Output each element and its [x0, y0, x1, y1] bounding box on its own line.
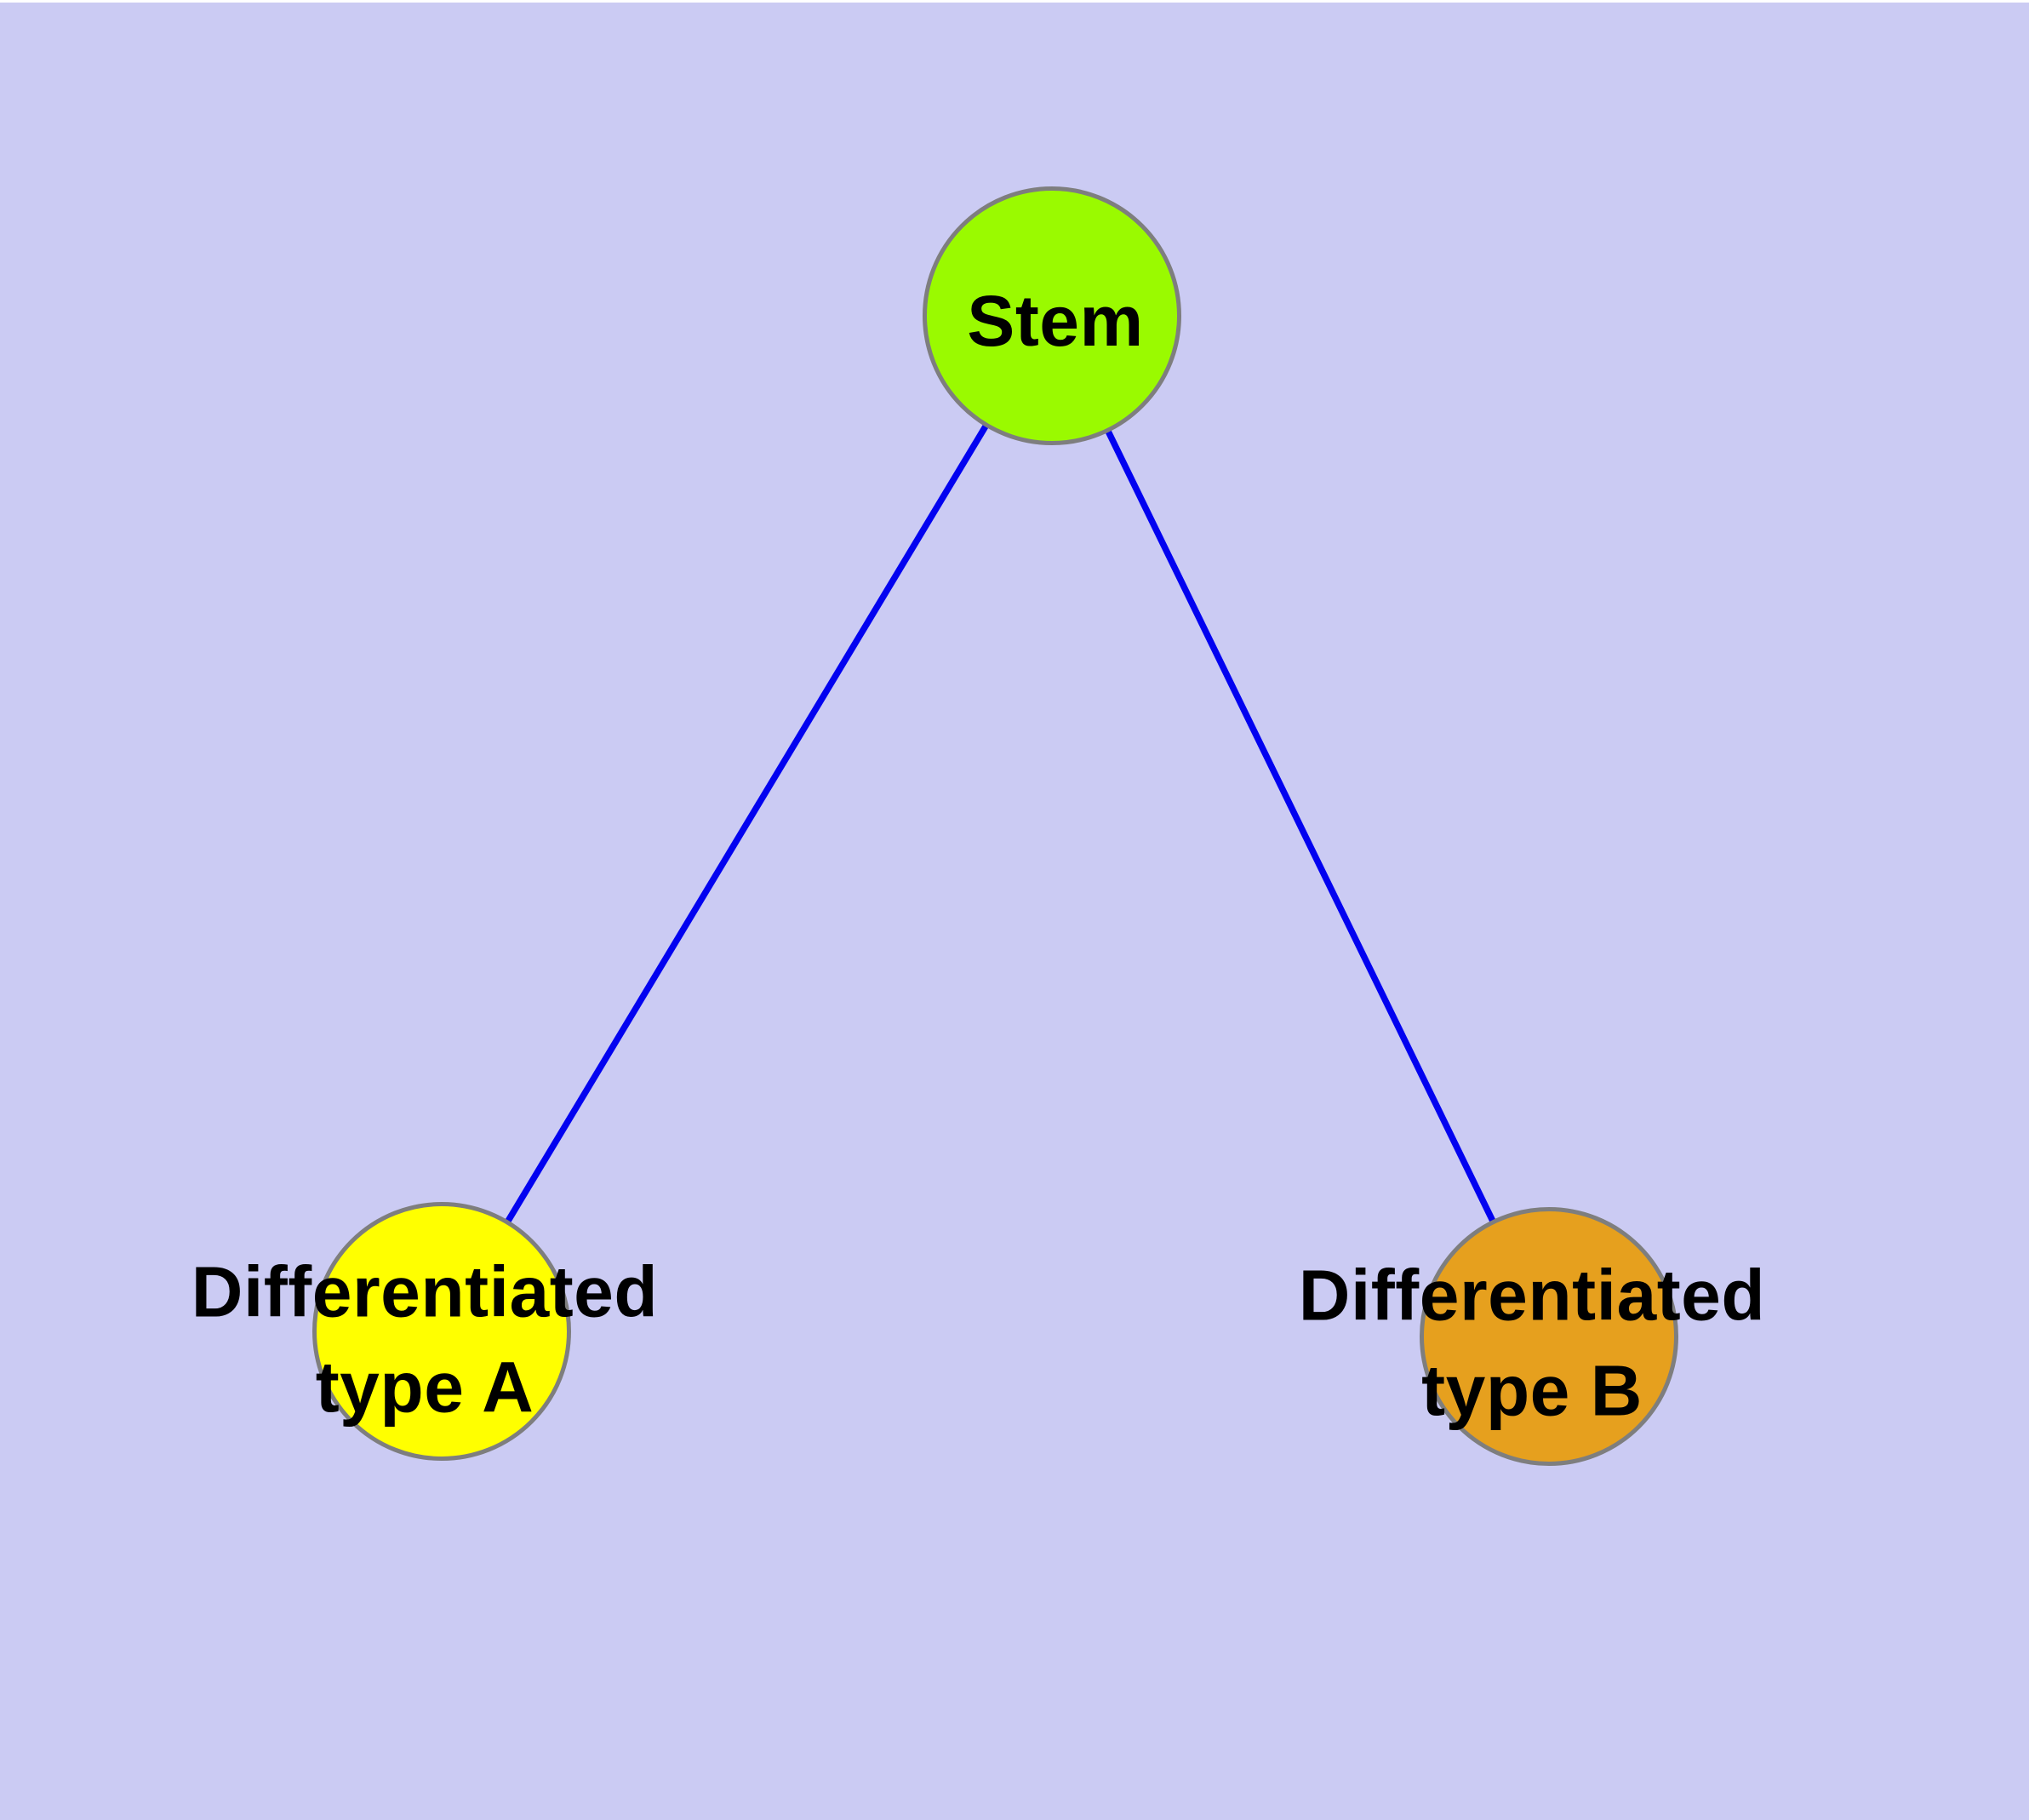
edges-layer — [438, 314, 1552, 1338]
node-stem-label-line: Stem — [967, 281, 1144, 362]
graph-canvas: Stem Differentiated type A Differentiate… — [0, 3, 2029, 1820]
node-differentiated-type-a-label-line-2: type A — [315, 1347, 534, 1427]
node-differentiated-type-b-label-line-2: type B — [1421, 1350, 1643, 1430]
node-differentiated-type-a[interactable] — [312, 1202, 571, 1461]
node-stem[interactable] — [923, 186, 1181, 445]
edge-stem-to-type-a — [438, 314, 1055, 1333]
node-differentiated-type-a-label-line-1: Differentiated — [191, 1251, 659, 1332]
node-stem-label: Stem — [967, 274, 1143, 369]
node-differentiated-type-a-label: Differentiated type A — [191, 1245, 658, 1434]
node-differentiated-type-b-label-line-1: Differentiated — [1298, 1255, 1766, 1336]
node-differentiated-type-b-label: Differentiated type B — [1299, 1248, 1765, 1438]
node-differentiated-type-b[interactable] — [1420, 1207, 1678, 1466]
edge-stem-to-type-b — [1049, 314, 1552, 1338]
